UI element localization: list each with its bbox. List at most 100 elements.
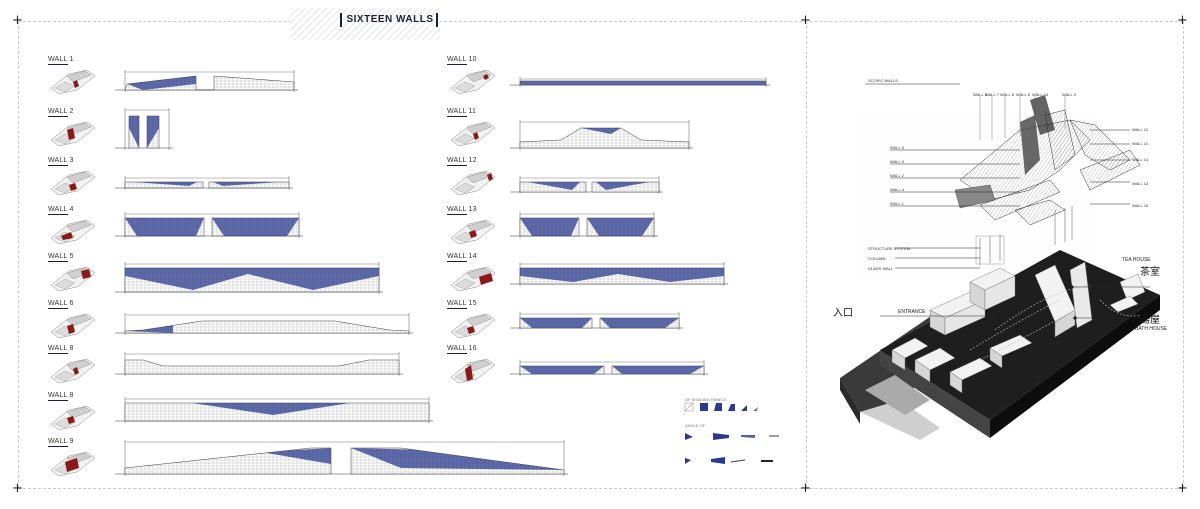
wall-key-thumbnail-7 xyxy=(50,358,96,383)
iso-tag-left-4: WALL 4 xyxy=(890,187,904,192)
iso-tag-right-5: WALL 16 xyxy=(1132,203,1149,208)
iso-teahouse-label: TEA HOUSE xyxy=(1122,257,1151,263)
iso-buildings xyxy=(891,261,1146,394)
wall-elevation-16 xyxy=(510,360,708,376)
iso-bathhouse-cn: 湯屋 xyxy=(1140,315,1160,326)
legend-caption-2: ANGLE OF xyxy=(685,423,706,428)
legend-row-1 xyxy=(684,402,758,412)
iso-teahouse-cn: 茶室 xyxy=(1140,267,1160,278)
wall-key-thumbnail-9 xyxy=(50,451,96,476)
wall-key-thumbnail-15 xyxy=(450,313,496,338)
iso-leaders xyxy=(865,83,1150,320)
wall-key-thumbnail-10 xyxy=(450,69,496,94)
wall-elevation-7 xyxy=(115,352,403,376)
wall-key-thumbnail-8 xyxy=(50,405,96,430)
wall-elevation-11 xyxy=(510,120,693,150)
wall-key-thumbnail-11 xyxy=(450,121,496,146)
wall-elevation-14 xyxy=(510,262,728,286)
page-title: SIXTEEN WALLS xyxy=(346,14,434,25)
corner-cross-bm: + xyxy=(800,481,811,496)
wall-key-thumbnail-14 xyxy=(450,266,496,291)
wall-key-thumbnail-2 xyxy=(50,121,96,146)
wall-elevation-4 xyxy=(115,212,303,238)
iso-columns xyxy=(975,206,1073,265)
wall-key-thumbnail-12 xyxy=(450,170,496,195)
legend-row-2 xyxy=(685,433,779,440)
wall-label-4: WALL 4 xyxy=(48,206,74,215)
wall-elevation-13 xyxy=(510,212,658,238)
frame-right-line xyxy=(1183,21,1184,488)
corner-cross-tl: + xyxy=(12,13,23,28)
iso-tag-top-6: WALL 9 xyxy=(1062,92,1076,97)
iso-tag-right-2: WALL 10 xyxy=(1132,141,1149,146)
wall-elevation-6 xyxy=(115,313,413,335)
iso-tag-right-1: WALL 12 xyxy=(1132,127,1149,132)
wall-label-10: WALL 10 xyxy=(447,56,477,65)
wall-label-13: WALL 13 xyxy=(447,206,477,215)
wall-label-8: WALL 8 xyxy=(48,392,74,401)
iso-tag-left-1: WALL 5 xyxy=(890,145,904,150)
wall-label-11: WALL 11 xyxy=(447,108,477,117)
wall-elevation-1 xyxy=(115,70,298,92)
wall-label-14: WALL 14 xyxy=(447,253,477,262)
iso-tag-right-3: WALL 14 xyxy=(1132,157,1149,162)
iso-system-label-2: COLUMN xyxy=(868,256,886,261)
wall-key-thumbnail-5 xyxy=(50,266,96,291)
title-hatch-band xyxy=(290,8,440,40)
frame-bottom-line xyxy=(18,488,1183,489)
iso-tag-right-4: WALL 13 xyxy=(1132,181,1149,186)
wall-elevation-15 xyxy=(510,312,683,330)
frame-left-line xyxy=(18,21,19,488)
iso-site-model xyxy=(840,83,1160,440)
wall-key-thumbnail-6 xyxy=(50,313,96,338)
iso-tag-top-1: WALL 5 xyxy=(973,92,987,97)
wall-label-7: WALL 8 xyxy=(48,345,74,354)
legend-row-3 xyxy=(685,457,773,464)
corner-cross-br: + xyxy=(1177,481,1188,496)
iso-tag-top-3: WALL 8 xyxy=(1000,92,1014,97)
wall-label-12: WALL 12 xyxy=(447,157,477,166)
wall-label-16: WALL 16 xyxy=(447,345,477,354)
wall-label-1: WALL 1 xyxy=(48,56,74,65)
legend-caption-1: OF SHADING PANELS xyxy=(685,397,727,402)
frame-divider-line xyxy=(806,21,807,488)
wall-key-thumbnail-16 xyxy=(450,358,496,383)
iso-entrance-label: ENTRANCE xyxy=(898,309,926,315)
wall-key-thumbnail-13 xyxy=(450,219,496,244)
iso-top-leaders xyxy=(979,96,1066,140)
wall-elevation-8 xyxy=(115,397,433,423)
iso-entrance-cn: 入口 xyxy=(833,308,853,319)
iso-paths xyxy=(969,284,1141,361)
wall-elevation-10 xyxy=(510,77,770,87)
corner-cross-tr: + xyxy=(1177,13,1188,28)
iso-top-label: SCOPIC WALLS xyxy=(868,78,898,83)
frame-top-line xyxy=(18,21,1183,22)
wall-label-3: WALL 3 xyxy=(48,157,74,166)
wall-elevation-12 xyxy=(510,176,663,194)
wall-elevation-2 xyxy=(115,108,173,150)
wall-label-9: WALL 9 xyxy=(48,438,74,447)
wall-label-6: WALL 6 xyxy=(48,300,74,309)
wall-label-5: WALL 5 xyxy=(48,253,74,262)
wall-elevation-9 xyxy=(115,440,568,476)
title-bar-right xyxy=(436,13,438,27)
wall-label-2: WALL 2 xyxy=(48,108,74,117)
iso-tag-top-2: WALL 7 xyxy=(985,92,999,97)
wall-elevation-5 xyxy=(115,262,383,294)
title-bar-left xyxy=(340,13,342,27)
iso-system-label-1: STRUCTURE SYSTEM xyxy=(868,246,911,251)
iso-tag-left-3: WALL 2 xyxy=(890,173,904,178)
wall-key-thumbnail-4 xyxy=(50,219,96,244)
wall-key-thumbnail-3 xyxy=(50,170,96,195)
iso-tag-left-5: WALL 1 xyxy=(890,201,904,206)
wall-elevation-3 xyxy=(115,176,293,190)
iso-tag-top-5: WALL 15 xyxy=(1032,92,1049,97)
corner-cross-bl: + xyxy=(12,481,23,496)
corner-cross-tm: + xyxy=(800,13,811,28)
legend-panels xyxy=(684,402,779,464)
iso-tag-left-2: WALL 3 xyxy=(890,159,904,164)
iso-bathhouse-label: BATH HOUSE xyxy=(1135,326,1168,332)
wall-key-thumbnail-1 xyxy=(50,69,96,94)
iso-system-label-3: GLASS WALL xyxy=(868,266,894,271)
wall-label-15: WALL 15 xyxy=(447,300,477,309)
